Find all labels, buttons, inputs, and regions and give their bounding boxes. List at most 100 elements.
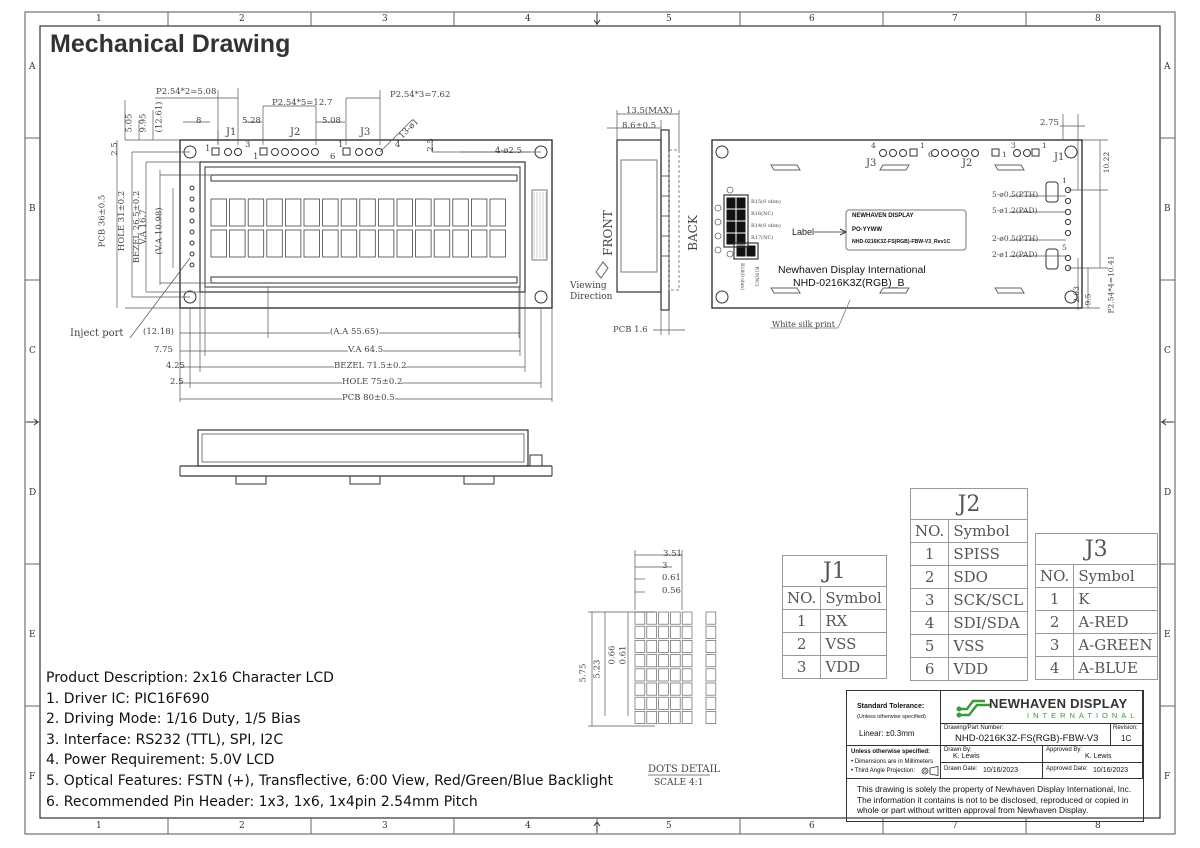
grid-col-6-bottom: 6 bbox=[809, 821, 815, 831]
lcd-char-cell bbox=[322, 229, 339, 258]
lcd-char-cell bbox=[470, 198, 488, 227]
dot-cell bbox=[681, 682, 693, 696]
dot-cell bbox=[646, 711, 657, 724]
pin-1-j1: 1 bbox=[205, 144, 211, 154]
j2-head-no: NO. bbox=[909, 519, 950, 543]
pin-1-j3: 1 bbox=[338, 140, 344, 150]
dim-hole-corner: 4-ø2.5 bbox=[495, 146, 522, 156]
tb-unless: (Unless otherwise specified) bbox=[857, 714, 926, 720]
dim-5-08: 5.08 bbox=[322, 116, 341, 126]
part-cell: Drawing/Part Number: NHD-0216K3Z-FS(RGB)… bbox=[941, 724, 1111, 746]
j3-row-2-no: 2 bbox=[1034, 610, 1075, 634]
label-j3: J3 bbox=[360, 127, 371, 138]
dim-va-width: V.A 64.5 bbox=[348, 345, 384, 355]
tb-revision: 1C bbox=[1121, 734, 1132, 743]
dim-10-22: 10.22 bbox=[1102, 151, 1112, 174]
dot-cell bbox=[646, 625, 657, 639]
grid-row-a: A bbox=[29, 62, 36, 72]
lcd-char-cell bbox=[489, 198, 506, 227]
tb-dims-mm: • Dimensions are in Millimeters bbox=[851, 759, 934, 765]
grid-col-2-bottom: 2 bbox=[239, 821, 245, 831]
j2-row-6-no: 6 bbox=[909, 657, 950, 681]
label-r18: R18(0 ohm) bbox=[738, 263, 744, 290]
dim-2-03: 2.03 bbox=[1071, 286, 1081, 303]
tb-drawn-by-label: Drawn By: bbox=[944, 747, 972, 753]
j1-table-title: J1 bbox=[782, 555, 887, 587]
dot-cell bbox=[658, 711, 669, 724]
dot-cell bbox=[634, 654, 646, 668]
approved-date-cell: Approved Date: 10/16/2023 bbox=[1043, 763, 1143, 779]
description-item-6: 6. Recommended Pin Header: 1x3, 1x6, 1x4… bbox=[46, 793, 478, 810]
lcd-char-cell bbox=[210, 229, 227, 258]
j3-row-1-symbol: K bbox=[1073, 587, 1158, 611]
lcd-char-cell bbox=[247, 198, 265, 227]
dot-cell bbox=[670, 696, 681, 710]
label-front: FRONT bbox=[600, 210, 615, 256]
lcd-char-cell bbox=[322, 198, 339, 227]
dot-cell bbox=[670, 711, 681, 724]
back-pin-1-j1: 1 bbox=[1042, 141, 1047, 150]
dot-cell bbox=[670, 640, 681, 653]
lcd-char-cell bbox=[396, 229, 413, 258]
grid-col-4: 4 bbox=[525, 14, 531, 24]
back-label-j3: J3 bbox=[866, 158, 877, 169]
lcd-char-cell bbox=[452, 229, 469, 258]
dim-hole-offset: 2.5 bbox=[170, 377, 184, 387]
dim-8: 8 bbox=[196, 116, 202, 126]
grid-col-2: 2 bbox=[239, 14, 245, 24]
dim-pcb-width: PCB 80±0.5 bbox=[342, 393, 395, 403]
dots-detail-caption: DOTS DETAIL bbox=[648, 764, 721, 775]
dot-cell-next-char bbox=[705, 654, 717, 668]
dot-cell bbox=[681, 611, 693, 625]
j1-head-symbol: Symbol bbox=[820, 586, 887, 610]
dim-0-61: 0.61 bbox=[662, 573, 681, 583]
third-angle-projection-icon bbox=[921, 766, 939, 776]
j3-head-no: NO. bbox=[1034, 564, 1075, 588]
dot-cell bbox=[681, 696, 693, 710]
dim-pitch-j3: P2.54*3=7.62 bbox=[390, 90, 451, 100]
dim-5-05: 5.05 bbox=[124, 113, 135, 133]
dim-aa-offset: (12.18) bbox=[143, 327, 174, 337]
grid-row-b-right: B bbox=[1164, 204, 1171, 214]
dot-cell bbox=[670, 654, 681, 668]
tb-part-number: NHD-0216K3Z-FS(RGB)-FBW-V3 bbox=[955, 733, 1099, 744]
grid-row-c: C bbox=[29, 346, 36, 356]
drawn-date-cell: Drawn Date: 10/16/2023 bbox=[941, 763, 1043, 779]
dim-hole-width: HOLE 75±0.2 bbox=[342, 377, 403, 387]
j1-row-2-no: 2 bbox=[781, 632, 822, 656]
silk-line-1: Newhaven Display International bbox=[778, 264, 926, 276]
grid-col-8: 8 bbox=[1095, 14, 1101, 24]
j3-row-1-no: 1 bbox=[1034, 587, 1075, 611]
dim-pcb-height: PCB 36±0.5 bbox=[97, 194, 108, 248]
dot-cell bbox=[670, 668, 681, 682]
label-viewing: Viewing bbox=[570, 281, 607, 291]
description-item-1: 1. Driver IC: PIC16F690 bbox=[46, 690, 210, 707]
lcd-char-cell bbox=[229, 198, 246, 227]
lcd-char-cell bbox=[284, 198, 302, 227]
dim-aa-width: (A.A 55.65) bbox=[330, 327, 379, 337]
tb-part-label: Drawing/Part Number: bbox=[944, 725, 1004, 731]
dim-12-61: (12.61) bbox=[154, 101, 165, 133]
dim-bezel-width: BEZEL 71.5±0.2 bbox=[334, 361, 407, 371]
back-pin-1: 1 bbox=[1062, 176, 1067, 185]
tb-notice: This drawing is solely the property of N… bbox=[857, 784, 1132, 815]
tb-linear: Linear: ±0.3mm bbox=[859, 729, 915, 738]
dim-3-51: 3.51 bbox=[663, 549, 682, 559]
dim-bezel-offset: 4.25 bbox=[166, 361, 185, 371]
dots-detail-scale: SCALE 4:1 bbox=[654, 778, 704, 788]
dim-2-pth: 2-ø0.5(PTH) bbox=[992, 234, 1039, 243]
grid-row-f-right: F bbox=[1164, 772, 1171, 782]
back-pin-3: 3 bbox=[1011, 141, 1016, 150]
tb-drawn-date: 10/16/2023 bbox=[983, 767, 1019, 774]
pin-6-j2: 6 bbox=[330, 152, 336, 162]
newhaven-logo-icon bbox=[956, 699, 991, 718]
spec-cell: Unless otherwise specified: • Dimensions… bbox=[847, 746, 941, 779]
lcd-char-cell bbox=[247, 229, 265, 258]
dot-cell-next-char bbox=[705, 625, 717, 639]
j2-row-3-no: 3 bbox=[909, 588, 950, 612]
j2-row-6-symbol: VDD bbox=[948, 657, 1029, 681]
tb-approved-date: 10/16/2023 bbox=[1093, 767, 1129, 774]
